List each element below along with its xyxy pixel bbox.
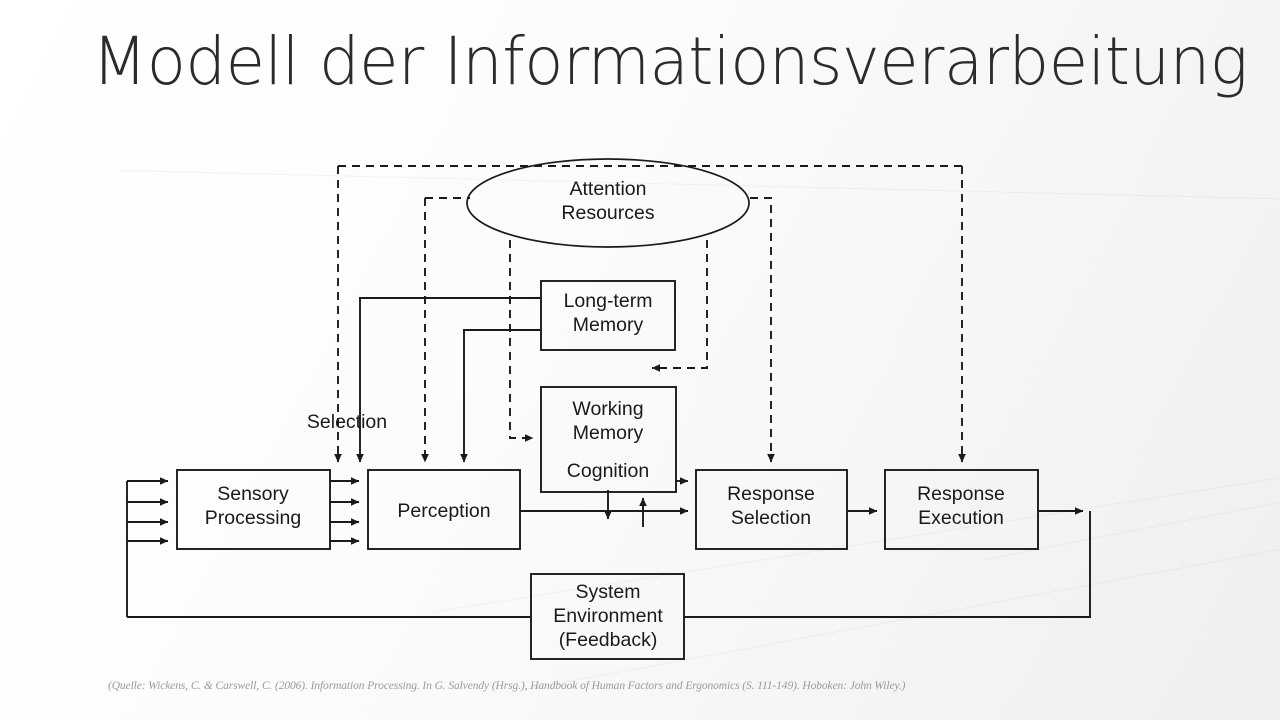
node-system-environment-shape xyxy=(530,573,685,660)
node-response-selection-shape xyxy=(695,469,848,550)
node-working-memory-label-1: Working xyxy=(572,398,643,420)
node-working-memory-label-2: Memory xyxy=(573,422,644,444)
slide-title: Modell der Informationsverarbeitung xyxy=(92,23,1248,100)
node-long-term-memory-label-1: Long-term xyxy=(564,290,653,312)
edge-sensory-to-perception xyxy=(330,477,360,545)
edge-environment-to-sensory xyxy=(126,477,169,617)
node-sensory-processing-label-2: Processing xyxy=(205,507,301,529)
node-response-execution-label-2: Execution xyxy=(918,507,1004,529)
node-sensory-processing-shape xyxy=(176,469,331,550)
node-response-selection-label-2: Selection xyxy=(731,507,811,529)
node-system-environment-label-3: (Feedback) xyxy=(559,629,658,651)
node-attention-resources-label-1: Attention xyxy=(570,178,647,200)
edge-feedback-right-riser xyxy=(684,511,1091,618)
node-response-execution-label-1: Response xyxy=(917,483,1005,505)
node-perception-label: Perception xyxy=(397,500,490,522)
attention-dashed-links xyxy=(334,165,966,463)
edge-attention-to-wm xyxy=(509,240,534,442)
edge-ltm-to-perception-1 xyxy=(356,297,541,463)
node-attention-resources-shape xyxy=(466,158,750,248)
information-processing-diagram: Attention Resources Long-term Memory Wor… xyxy=(0,140,1280,670)
node-system-environment-label-2: Environment xyxy=(553,605,663,627)
node-long-term-memory-shape xyxy=(540,280,676,351)
node-working-memory-label-3: Cognition xyxy=(567,460,649,482)
node-long-term-memory-label-2: Memory xyxy=(573,314,644,336)
edge-attention-to-memory xyxy=(651,240,708,372)
free-label-selection: Selection xyxy=(307,411,387,433)
node-working-memory-shape xyxy=(540,386,677,493)
node-response-selection-label-1: Response xyxy=(727,483,815,505)
source-caption: (Quelle: Wickens, C. & Carswell, C. (200… xyxy=(108,680,906,692)
node-response-execution-shape xyxy=(884,469,1039,550)
node-sensory-processing-label-1: Sensory xyxy=(217,483,289,505)
node-perception-shape xyxy=(367,469,521,550)
edge-attention-to-response-selection xyxy=(750,197,775,463)
node-system-environment-label-1: System xyxy=(575,581,640,603)
edge-ltm-to-perception-2 xyxy=(460,329,541,463)
node-attention-resources-label-2: Resources xyxy=(561,202,654,224)
